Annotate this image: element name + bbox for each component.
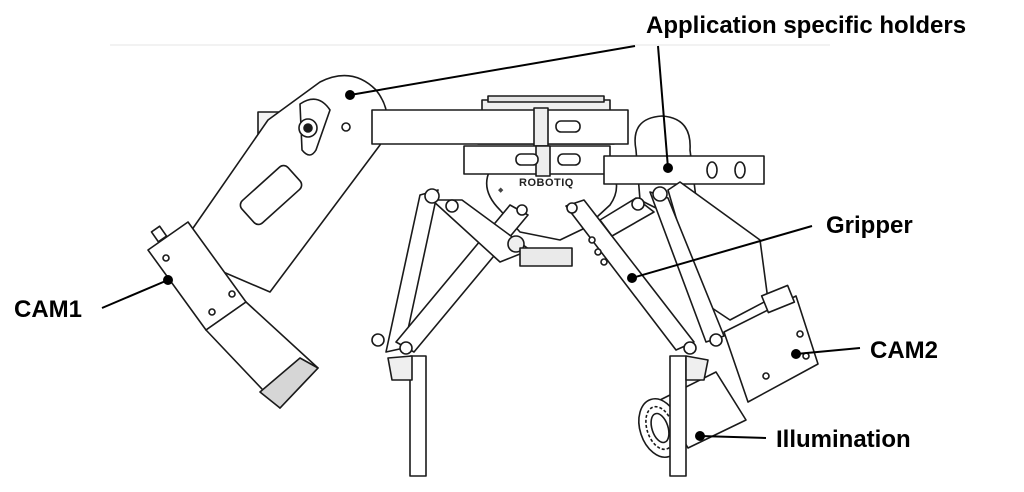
holder-slot-top <box>555 120 581 133</box>
cam2-body <box>723 284 819 403</box>
holder-slot-lower-left <box>515 153 539 166</box>
svg-text:◆: ◆ <box>498 187 504 194</box>
label-gripper: Gripper <box>826 212 913 239</box>
illumination-ring <box>638 371 747 458</box>
label-illumination: Illumination <box>776 426 911 453</box>
holder-bar <box>371 109 629 145</box>
left-linkages <box>371 188 531 355</box>
gripper-lower-block <box>519 247 573 267</box>
robotiq-logo-text: ROBOTIQ <box>519 177 574 189</box>
cam1-body <box>147 221 319 409</box>
holder-clamp-top <box>533 107 549 147</box>
left-finger <box>409 355 427 477</box>
left-finger-tip <box>387 355 413 381</box>
holder-hole-1 <box>706 161 718 179</box>
right-finger-tip <box>685 355 709 381</box>
label-application-specific-holders: Application specific holders <box>646 12 967 39</box>
right-finger <box>669 355 687 477</box>
callout-lines <box>101 45 861 441</box>
label-cam2: CAM2 <box>870 337 939 364</box>
holder-hole-2 <box>734 161 746 179</box>
holder-slot-lower <box>557 153 581 166</box>
label-cam1: CAM1 <box>14 296 83 323</box>
